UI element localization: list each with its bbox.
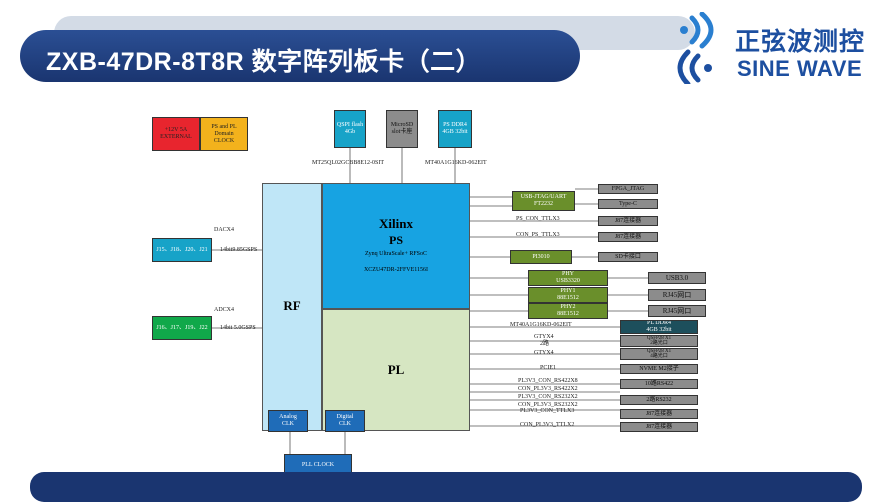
ps-part-label: XCZU47DR-2FFVE1156I	[363, 267, 429, 273]
gtyx4-label-1: GTYX4	[534, 334, 554, 340]
fpga-jtag-block: FPGA_JTAG	[598, 184, 658, 194]
j87-connector-1: J87连接器	[598, 216, 658, 226]
rf-region: RF	[262, 183, 322, 431]
dac-spec-label: 14bit9.85GSPS	[220, 247, 258, 253]
gty-2ch-label: 2路	[540, 341, 550, 347]
pl-ttl-tx-label: PL3V3_CON_TTLX3	[520, 408, 575, 414]
ps-family-label: Zynq UltraScale+ RFSoC	[364, 251, 428, 257]
rj45-port-1: RJ45网口	[648, 289, 706, 301]
rs422-tx-label: PL3V3_CON_RS422X8	[518, 378, 578, 384]
ps-ddr-part-label: MT40A1G16KD-062EIT	[425, 160, 487, 166]
ps-region: Xilinx PS Zynq UltraScale+ RFSoC XCZU47D…	[322, 183, 470, 309]
adc-connector-block: J16、J17、J19、J22	[152, 316, 212, 340]
sine-wave-logo-icon	[677, 12, 714, 84]
pll-clock-block: PLL CLOCK	[284, 454, 352, 476]
pcie1-label: PCIE1	[540, 365, 557, 371]
dacx4-label: DACX4	[214, 227, 235, 233]
rj45-port-2: RJ45网口	[648, 305, 706, 317]
title-banner: ZXB-47DR-8T8R 数字阵列板卡（二）	[20, 16, 695, 88]
rs232-block: 2路RS232	[620, 395, 698, 405]
j87-connector-3: J87连接器	[620, 409, 698, 419]
ps-con-ttl-label: PS_CON_TTLX3	[516, 216, 560, 222]
con-ps-ttl-label: CON_PS_TTLX3	[516, 232, 560, 238]
pi3010-block: PI3010	[510, 250, 572, 264]
rs232-rx-label: CON_PL3V3_RS232X2	[518, 402, 578, 408]
pl-label: PL	[387, 362, 405, 377]
ps-label: PS	[388, 233, 403, 247]
banner-front-shape	[20, 30, 580, 82]
ps-vendor-label: Xilinx	[379, 216, 413, 231]
j87-connector-4: J87连接器	[620, 422, 698, 432]
page-title: ZXB-47DR-8T8R 数字阵列板卡（二）	[46, 48, 482, 76]
pl-ttl-rx-label: CON_PL3V3_TTLX2	[520, 422, 575, 428]
rf-label: RF	[283, 298, 301, 313]
sd-interface-block: SD卡接口	[598, 252, 658, 262]
type-c-block: Type-C	[598, 199, 658, 209]
rs232-tx-label: PL3V3_CON_RS232X2	[518, 394, 578, 400]
j87-connector-2: J87连接器	[598, 232, 658, 242]
usb30-port-block: USB3.0	[648, 272, 706, 284]
logo-chinese-name: 正弦波测控	[735, 27, 866, 56]
pl-ddr-part-label: MT40A1G16KD-062EIT	[510, 322, 572, 328]
rs422-block: 10路RS422	[620, 379, 698, 389]
logo-english-name: SINE WAVE	[737, 56, 863, 81]
dac-connector-block: J15、J18、J20、J21	[152, 238, 212, 262]
rs422-rx-label: CON_PL3V3_RS422X2	[518, 386, 578, 392]
adcx4-label: ADCX4	[214, 307, 235, 313]
adc-spec-label: 14bit 5.0GSPS	[220, 325, 256, 331]
footer-bar	[30, 472, 862, 502]
qspi-part-label: MT25QL02GCBB8E12-0SIT	[312, 160, 384, 166]
gtyx4-label-2: GTYX4	[534, 350, 554, 356]
nvme-m2-block: NVME M2接子	[620, 364, 698, 374]
